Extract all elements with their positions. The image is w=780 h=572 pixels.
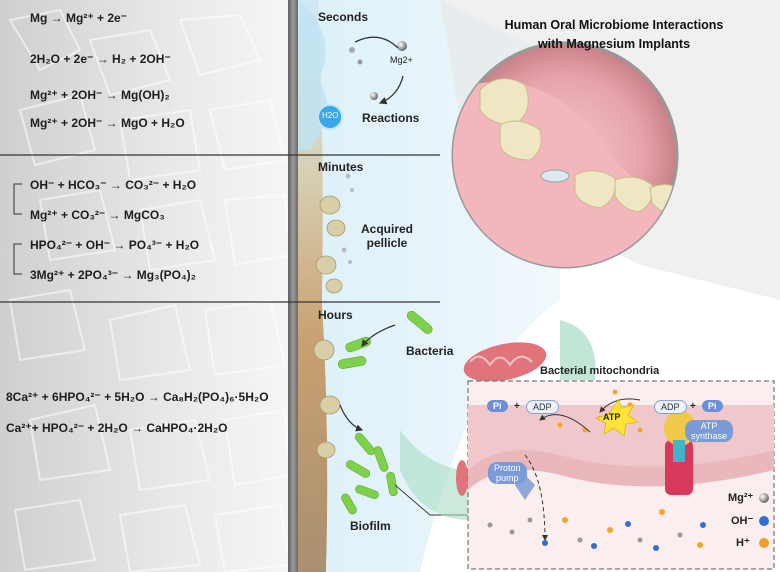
equation: Mg²⁺ + CO₃²⁻ → MgCO₃ <box>30 208 165 222</box>
equation: 3Mg²⁺ + 2PO₄³⁻ → Mg₃(PO₄)₂ <box>30 268 196 282</box>
legend-mg: Mg²⁺ <box>728 492 754 504</box>
equation: Ca²⁺+ HPO₄²⁻ + 2H₂O → CaHPO₄·2H₂O <box>6 421 228 435</box>
legend-h: H⁺ <box>736 537 750 549</box>
pi-right: Pi <box>702 400 723 412</box>
plus-left: + <box>514 401 520 412</box>
equation: Mg → Mg²⁺ + 2e⁻ <box>30 11 128 25</box>
atp-star-icon <box>594 399 640 437</box>
bacterial-mitochondria-label: Bacterial mitochondria <box>540 365 660 377</box>
adp-left: ADP <box>526 400 559 414</box>
water-molecule-icon <box>317 104 343 130</box>
equation: 2H₂O + 2e⁻ → H₂ + 2OH⁻ <box>30 52 171 66</box>
legend-oh: OH⁻ <box>731 515 754 527</box>
adp-right: ADP <box>654 400 687 414</box>
stage-hours: Hours <box>318 308 353 322</box>
biofilm-label: Biofilm <box>350 519 391 533</box>
figure-title: Human Oral Microbiome Interactions with … <box>504 18 724 51</box>
bacteria-label: Bacteria <box>406 344 454 358</box>
equation: HPO₄²⁻ + OH⁻ → PO₄³⁻ + H₂O <box>30 238 200 252</box>
pi-left: Pi <box>487 400 508 412</box>
mg-bubble-label: Mg2+ <box>390 55 413 65</box>
equation: OH⁻ + HCO₃⁻ → CO₃²⁻ + H₂O <box>30 178 197 192</box>
oh-legend-icon <box>759 516 769 526</box>
equation: Mg²⁺ + 2OH⁻ → Mg(OH)₂ <box>30 88 170 102</box>
equation: 8Ca²⁺ + 6HPO₄²⁻ + 5H₂O → Ca₈H₂(PO₄)₆·5H₂… <box>6 390 269 404</box>
atp-label: ATP <box>603 412 621 422</box>
mg-legend-icon <box>759 493 769 503</box>
acquired-pellicle-label: Acquired pellicle <box>360 222 413 250</box>
plus-right: + <box>690 401 696 412</box>
h2o-bubble-label: H2O <box>322 111 339 120</box>
stage-minutes: Minutes <box>318 160 364 174</box>
h-legend-icon <box>759 538 769 548</box>
equation: Mg²⁺ + 2OH⁻ → MgO + H₂O <box>30 116 185 130</box>
reactions-label: Reactions <box>362 111 420 125</box>
stage-seconds: Seconds <box>318 10 369 24</box>
